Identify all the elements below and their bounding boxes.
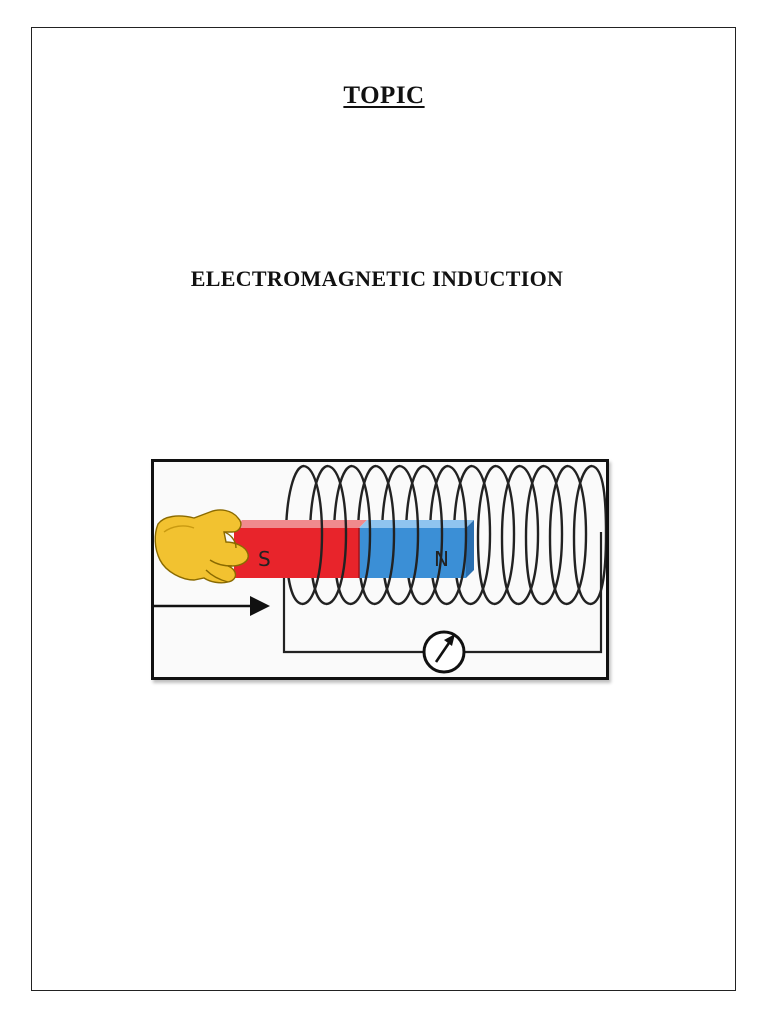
galvanometer-icon — [422, 630, 466, 674]
page-heading: TOPIC — [343, 82, 425, 109]
bar-magnet: S N — [234, 520, 474, 578]
coil-back — [284, 464, 593, 606]
hand-icon — [154, 509, 249, 584]
induction-illustration: S N — [151, 459, 609, 680]
induction-diagram: S N — [154, 464, 606, 674]
coil-front — [301, 464, 606, 606]
page-title: ELECTROMAGNETIC INDUCTION — [190, 266, 564, 291]
arrow-right-icon — [154, 596, 270, 616]
page-border — [31, 27, 736, 991]
magnet-south-label: S — [258, 547, 271, 571]
